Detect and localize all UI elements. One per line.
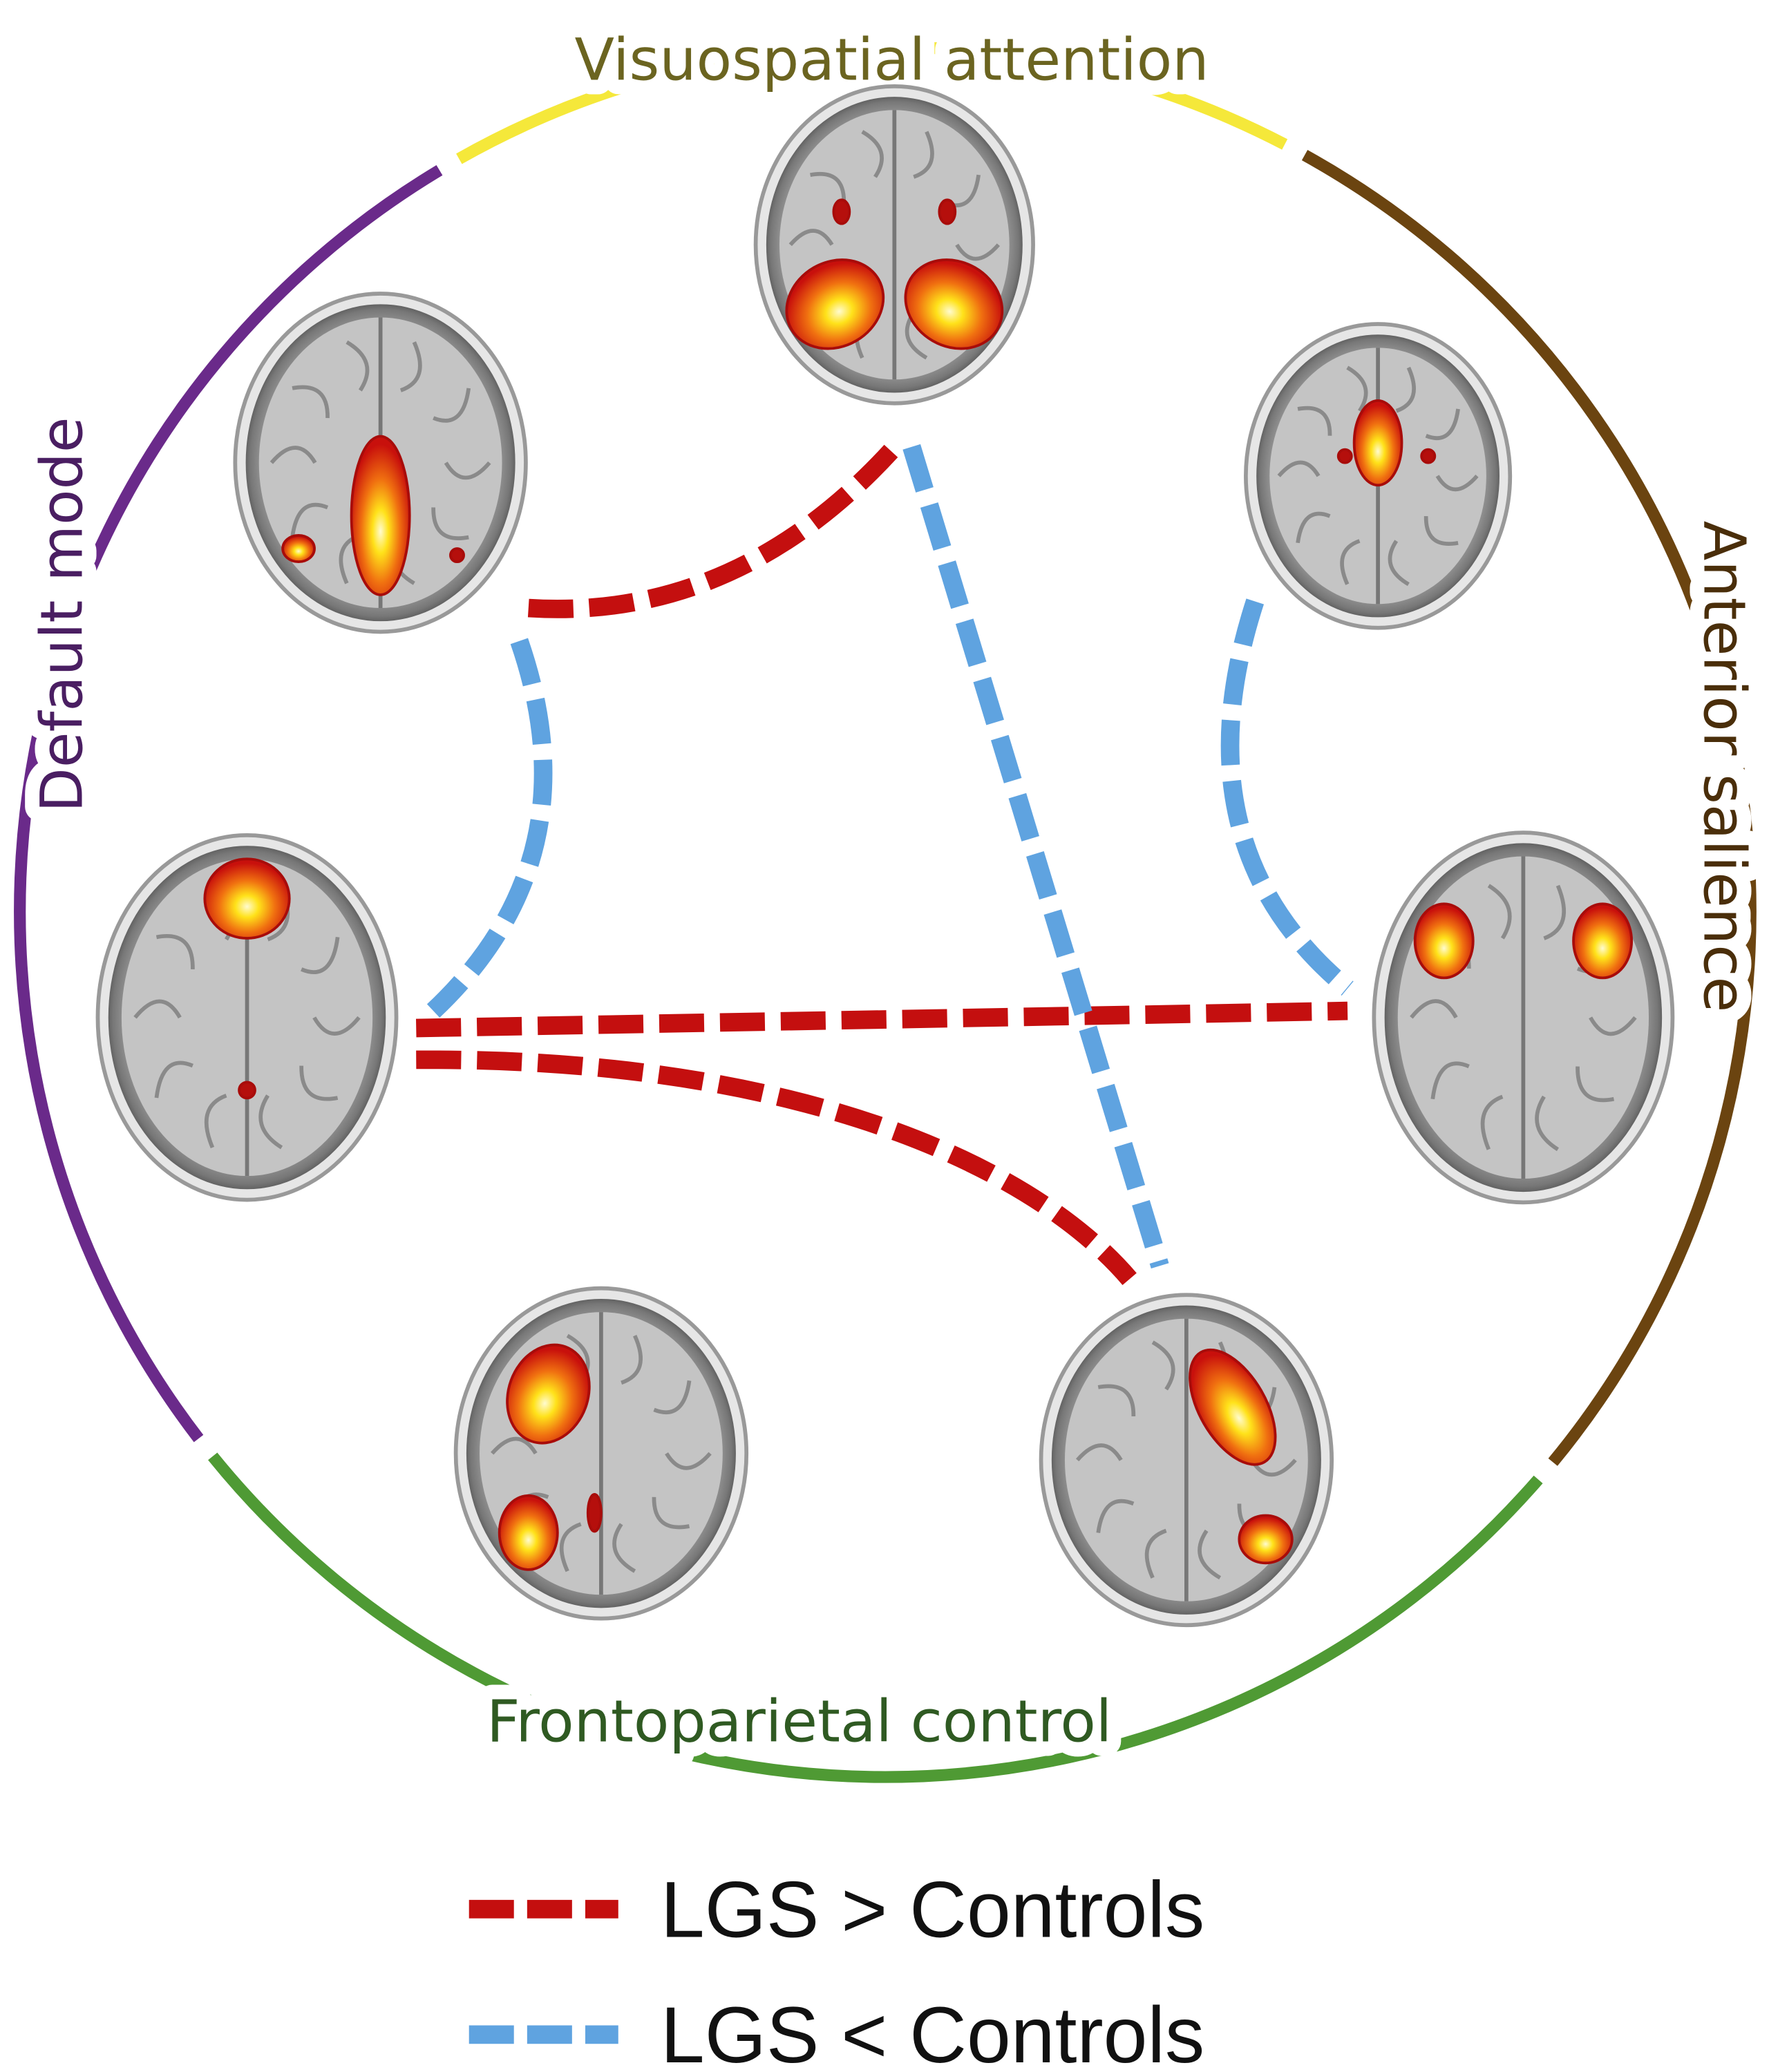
- arc-frontoparietal: [208, 1452, 1543, 1783]
- link-dmn-frontoparietal-increase: [416, 1050, 1137, 1285]
- activation-cluster: [1336, 448, 1353, 464]
- activation-cluster: [1572, 902, 1634, 980]
- activation-cluster: [350, 435, 411, 596]
- brain-salience-dorsal: [1244, 322, 1513, 630]
- activation-cluster: [785, 258, 885, 350]
- activation-cluster: [1352, 399, 1403, 487]
- arc-default-mode: [14, 165, 443, 1443]
- label-anterior-salience: Anterior salience: [1690, 521, 1758, 1012]
- brain-default-mode-anterior: [95, 833, 399, 1202]
- activation-cluster: [1238, 1514, 1294, 1565]
- network-ring: [14, 40, 1757, 1783]
- link-dmn-posterior-anterior-decrease: [426, 638, 553, 1018]
- brain-frontoparietal-right: [1039, 1293, 1334, 1628]
- legend-increase-label: LGS > Controls: [661, 1865, 1204, 1954]
- activation-cluster: [449, 547, 465, 564]
- arc-salience: [1301, 149, 1757, 1466]
- link-dmn-salience-increase: [415, 1001, 1348, 1038]
- activation-cluster: [281, 533, 316, 564]
- label-default-mode: Default mode: [28, 417, 96, 812]
- activation-cluster: [498, 1494, 559, 1571]
- brain-salience-insula: [1372, 830, 1675, 1205]
- link-dmn-visuospatial-increase: [527, 437, 906, 618]
- brain-default-mode-posterior: [233, 292, 528, 634]
- link-salience-salience-decrease: [1220, 598, 1354, 996]
- activation-cluster: [938, 198, 957, 225]
- activation-cluster: [904, 258, 1004, 350]
- activation-cluster: [203, 857, 291, 940]
- activation-cluster: [1420, 448, 1437, 464]
- link-visuospatial-frontoparietal-decrease: [902, 444, 1169, 1269]
- brain-visuospatial: [753, 84, 1035, 406]
- arc-visuospatial: [456, 40, 1288, 164]
- label-frontoparietal-control: Frontoparietal control: [486, 1687, 1112, 1755]
- legend: LGS > Controls LGS < Controls: [469, 1865, 1204, 2072]
- activation-cluster: [506, 1343, 591, 1445]
- legend-decrease-label: LGS < Controls: [661, 1991, 1204, 2072]
- activation-cluster: [832, 198, 851, 225]
- brain-frontoparietal-left: [453, 1286, 749, 1621]
- activation-cluster: [238, 1081, 256, 1100]
- connections: [415, 437, 1354, 1285]
- activation-cluster: [1189, 1348, 1277, 1466]
- activation-cluster: [586, 1493, 603, 1533]
- label-visuospatial-attention: Visuospatial attention: [574, 26, 1209, 93]
- activation-cluster: [1413, 902, 1475, 980]
